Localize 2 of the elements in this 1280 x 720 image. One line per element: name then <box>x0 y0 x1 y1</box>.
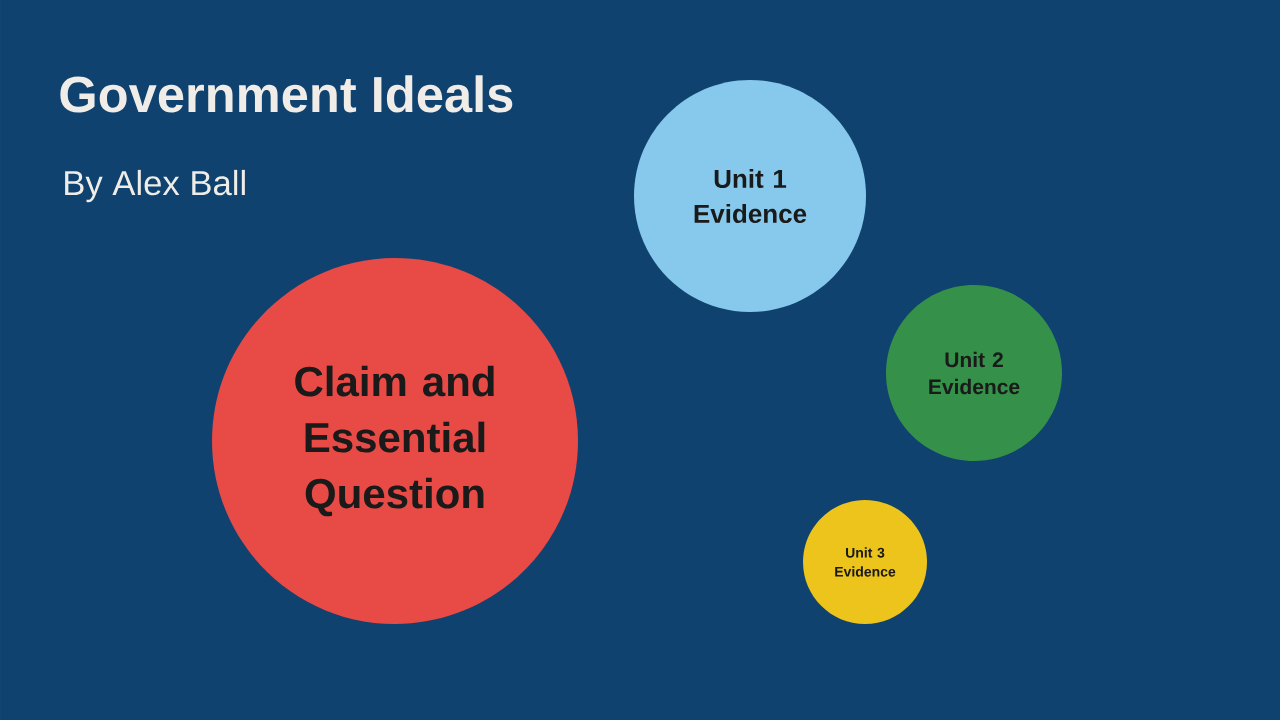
byline: By Alex Ball <box>65 169 245 203</box>
title: Government Ideals <box>60 75 513 113</box>
